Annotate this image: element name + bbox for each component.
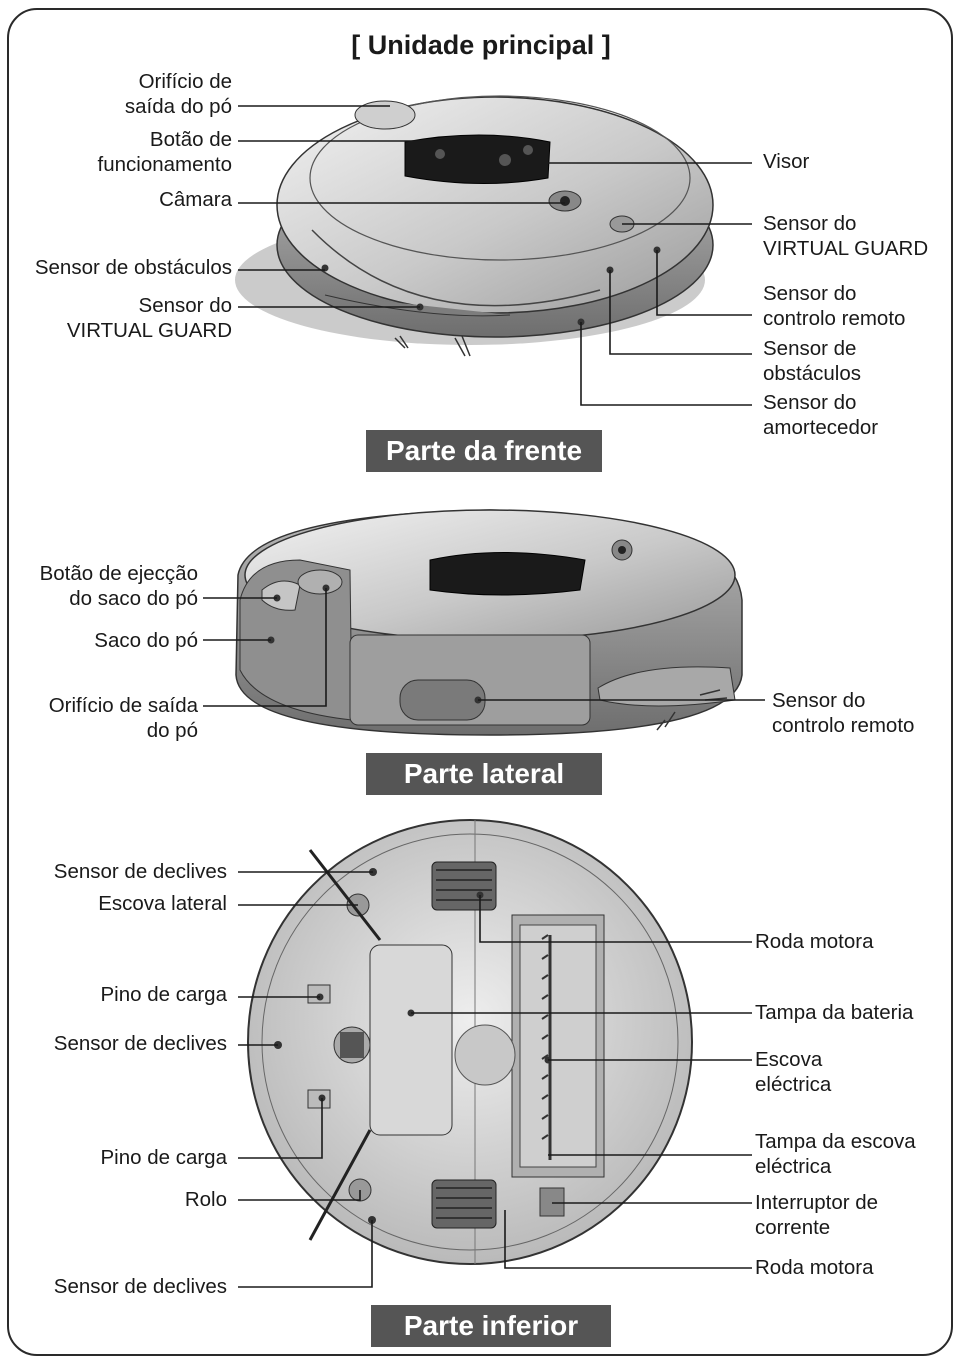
label-cliff-sensor-3: Sensor de declives <box>53 1275 227 1298</box>
outer-frame <box>7 8 953 1356</box>
label-dust-outlet-front: Orifício de saída do pó <box>124 70 232 118</box>
label-virtual-guard-left: Sensor do VIRTUAL GUARD <box>66 294 232 342</box>
label-obstacle-sensor-left: Sensor de obstáculos <box>34 256 232 279</box>
front-leader-lines <box>238 105 752 406</box>
label-drive-wheel-1: Roda motora <box>755 930 874 953</box>
label-power-brush-cover: Tampa da escova eléctrica <box>755 1130 916 1178</box>
label-charge-pin-1: Pino de carga <box>100 983 227 1006</box>
label-virtual-guard-right: Sensor do VIRTUAL GUARD <box>763 212 929 260</box>
section-bottom-header: Parte inferior <box>371 1305 611 1347</box>
label-power-switch: Interruptor de corrente <box>755 1191 879 1239</box>
label-dust-bag: Saco do pó <box>94 629 198 652</box>
label-charge-pin-2: Pino de carga <box>100 1146 227 1169</box>
label-eject-button: Botão de ejecção do saco do pó <box>39 562 198 610</box>
label-power-brush: Escova eléctrica <box>755 1048 832 1096</box>
section-front-header: Parte da frente <box>366 430 602 472</box>
label-dust-outlet-side: Orifício de saída do pó <box>48 694 198 742</box>
side-leader-lines <box>203 588 765 707</box>
front-view-robot <box>235 95 714 357</box>
section-side-header: Parte lateral <box>366 753 602 795</box>
bottom-leader-lines <box>238 871 752 1288</box>
label-drive-wheel-2: Roda motora <box>755 1256 874 1279</box>
label-battery-cover: Tampa da bateria <box>755 1001 914 1024</box>
label-display: Visor <box>763 150 810 173</box>
page-title: [ Unidade principal ] <box>351 30 611 60</box>
label-roller: Rolo <box>184 1188 227 1211</box>
label-bumper-sensor: Sensor do amortecedor <box>763 391 879 439</box>
label-camera: Câmara <box>159 188 232 211</box>
label-side-brush: Escova lateral <box>98 892 227 915</box>
label-obstacle-sensor-right: Sensor de obstáculos <box>763 337 862 385</box>
bottom-view-robot <box>247 819 693 1265</box>
label-operation-button: Botão de funcionamento <box>97 128 232 176</box>
side-view-robot <box>235 509 743 736</box>
label-cliff-sensor-2: Sensor de declives <box>53 1032 227 1055</box>
label-remote-sensor-side: Sensor do controlo remoto <box>772 689 915 737</box>
label-cliff-sensor-1: Sensor de declives <box>53 860 227 883</box>
label-remote-sensor-front: Sensor do controlo remoto <box>763 282 906 330</box>
